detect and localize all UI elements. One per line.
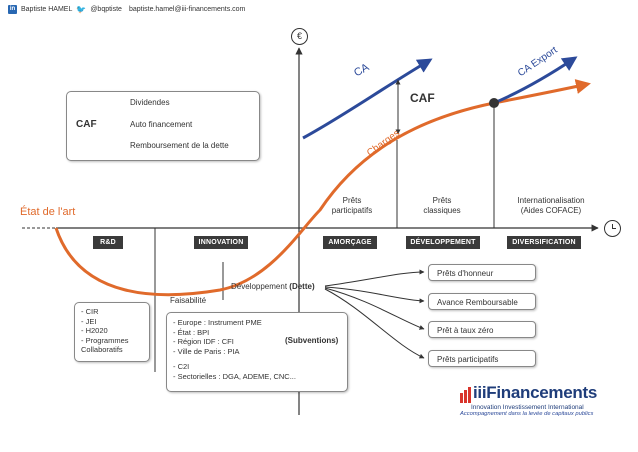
phase-developpement: DÉVELOPPEMENT [406,236,480,249]
caf-box [66,91,260,161]
faisabilite-label: Faisabilité [170,296,207,305]
financing-prets-honneur: Prêts d'honneur [428,264,536,281]
financing-pret-taux-zero: Prêt à taux zéro [428,321,536,338]
logo-mark-icon [460,387,471,403]
ca-curve [302,58,433,140]
euro-icon: € [291,28,308,45]
prets-participatifs-upper: Prêts participatifs [331,196,373,215]
logo-subtitle: Accompagnement dans la levée de capitaux… [460,411,594,417]
caf-curve-label: CAF [410,91,435,105]
caf-item-remboursement: Remboursement de la dette [130,141,229,150]
logo: iiiFinancements Innovation Investissemen… [460,383,620,417]
internationalisation-dot [489,98,499,108]
logo-tagline: Innovation Investissement International [471,404,584,411]
financing-prets-participatifs: Prêts participatifs [428,350,536,367]
etat-art-label: État de l'art [20,206,76,218]
ca-export-curve [493,56,578,105]
caf-item-autofinancement: Auto financement [130,120,193,129]
phase-rd: R&D [93,236,123,249]
phase-diversification: DIVERSIFICATION [507,236,581,249]
linkedin-icon[interactable]: in [8,4,17,14]
developpement-label: Développement (Dette) [231,282,315,291]
charges-curve [54,79,591,297]
author-name: Baptiste HAMEL [21,5,73,13]
financing-avance-remboursable: Avance Remboursable [428,293,536,310]
clock-icon [604,220,621,237]
caf-item-dividendes: Dividendes [130,98,170,107]
subventions-label: (Subventions) [285,336,339,345]
prets-classiques-upper: Prêts classiques [423,196,461,215]
twitter-icon[interactable]: 🐦 [76,4,87,14]
caf-box-label: CAF [76,119,97,130]
twitter-handle[interactable]: @bqptiste [90,5,122,13]
header: in Baptiste HAMEL 🐦 @bqptiste baptiste.h… [8,3,245,15]
phase-amorcage: AMORÇAGE [323,236,377,249]
email-address[interactable]: baptiste.hamel@iii-financements.com [128,5,246,13]
phase-innovation: INNOVATION [194,236,248,249]
internationalisation-upper: Internationalisation (Aides COFACE) [517,196,585,215]
subventions-box: - Europe : Instrument PME - État : BPI -… [166,312,348,392]
rd-box: - CIR - JEI - H2020 - Programmes Collabo… [74,302,150,362]
logo-name: iiiFinancements [473,383,597,402]
